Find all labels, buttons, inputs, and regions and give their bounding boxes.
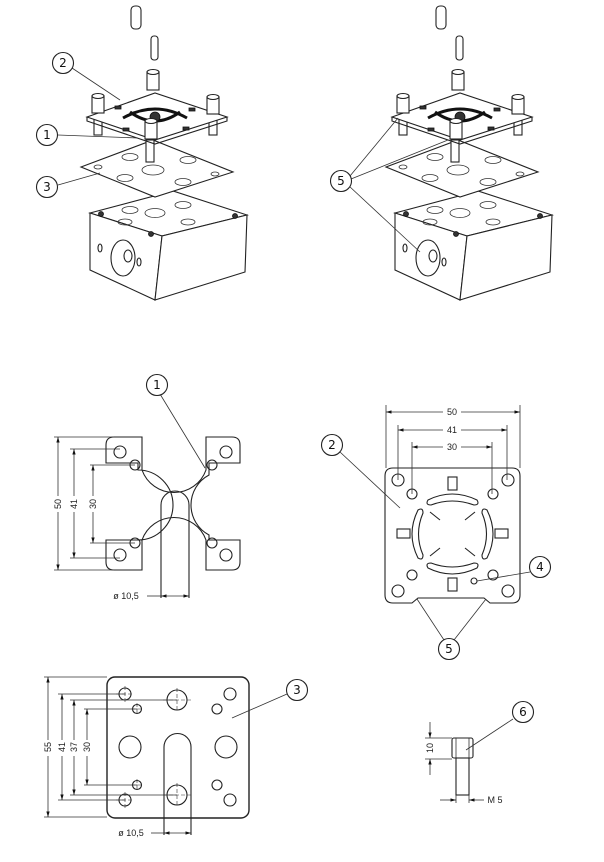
dim-diameter: ø 10,5: [113, 591, 139, 601]
isometric-view-right: 5: [329, 4, 554, 302]
svg-text:3: 3: [43, 180, 51, 194]
svg-text:6: 6: [519, 705, 527, 719]
plate-2-view: 50 41 30 2 4 5: [320, 405, 552, 661]
svg-text:3: 3: [293, 683, 301, 697]
balloon-4: 4: [528, 555, 552, 579]
isometric-view-left: 2 1 3: [35, 4, 249, 302]
balloon-3: 3: [35, 175, 59, 199]
balloon-2: 2: [320, 433, 344, 457]
standoff-6-view: 10 M 5 6: [425, 700, 535, 805]
dim-55: 55: [43, 742, 53, 752]
dim-41: 41: [69, 499, 79, 509]
dim-37: 37: [69, 742, 79, 752]
dim-30: 30: [447, 442, 457, 452]
plate-3-view: 55 41 37 30 ø 10,5 3: [42, 676, 309, 838]
dim-thread: M 5: [487, 795, 502, 805]
svg-text:5: 5: [445, 642, 453, 656]
plate-1-view: 50 41 30 ø 10,5 1: [52, 373, 241, 601]
balloon-1: 1: [145, 373, 169, 397]
svg-text:2: 2: [59, 56, 67, 70]
svg-text:2: 2: [328, 438, 336, 452]
dim-30: 30: [88, 499, 98, 509]
svg-text:4: 4: [536, 560, 544, 574]
balloon-2: 2: [51, 51, 75, 75]
dim-diameter: ø 10,5: [118, 828, 144, 838]
dim-10: 10: [425, 743, 435, 753]
balloon-5: 5: [437, 637, 461, 661]
balloon-3: 3: [285, 678, 309, 702]
dim-50: 50: [53, 499, 63, 509]
balloon-5: 5: [329, 169, 353, 193]
svg-text:1: 1: [43, 128, 51, 142]
dim-50: 50: [447, 407, 457, 417]
balloon-1: 1: [35, 123, 59, 147]
dim-41: 41: [57, 742, 67, 752]
dim-41: 41: [447, 425, 457, 435]
dim-30: 30: [82, 742, 92, 752]
svg-text:1: 1: [153, 378, 161, 392]
balloon-6: 6: [511, 700, 535, 724]
svg-text:5: 5: [337, 174, 345, 188]
